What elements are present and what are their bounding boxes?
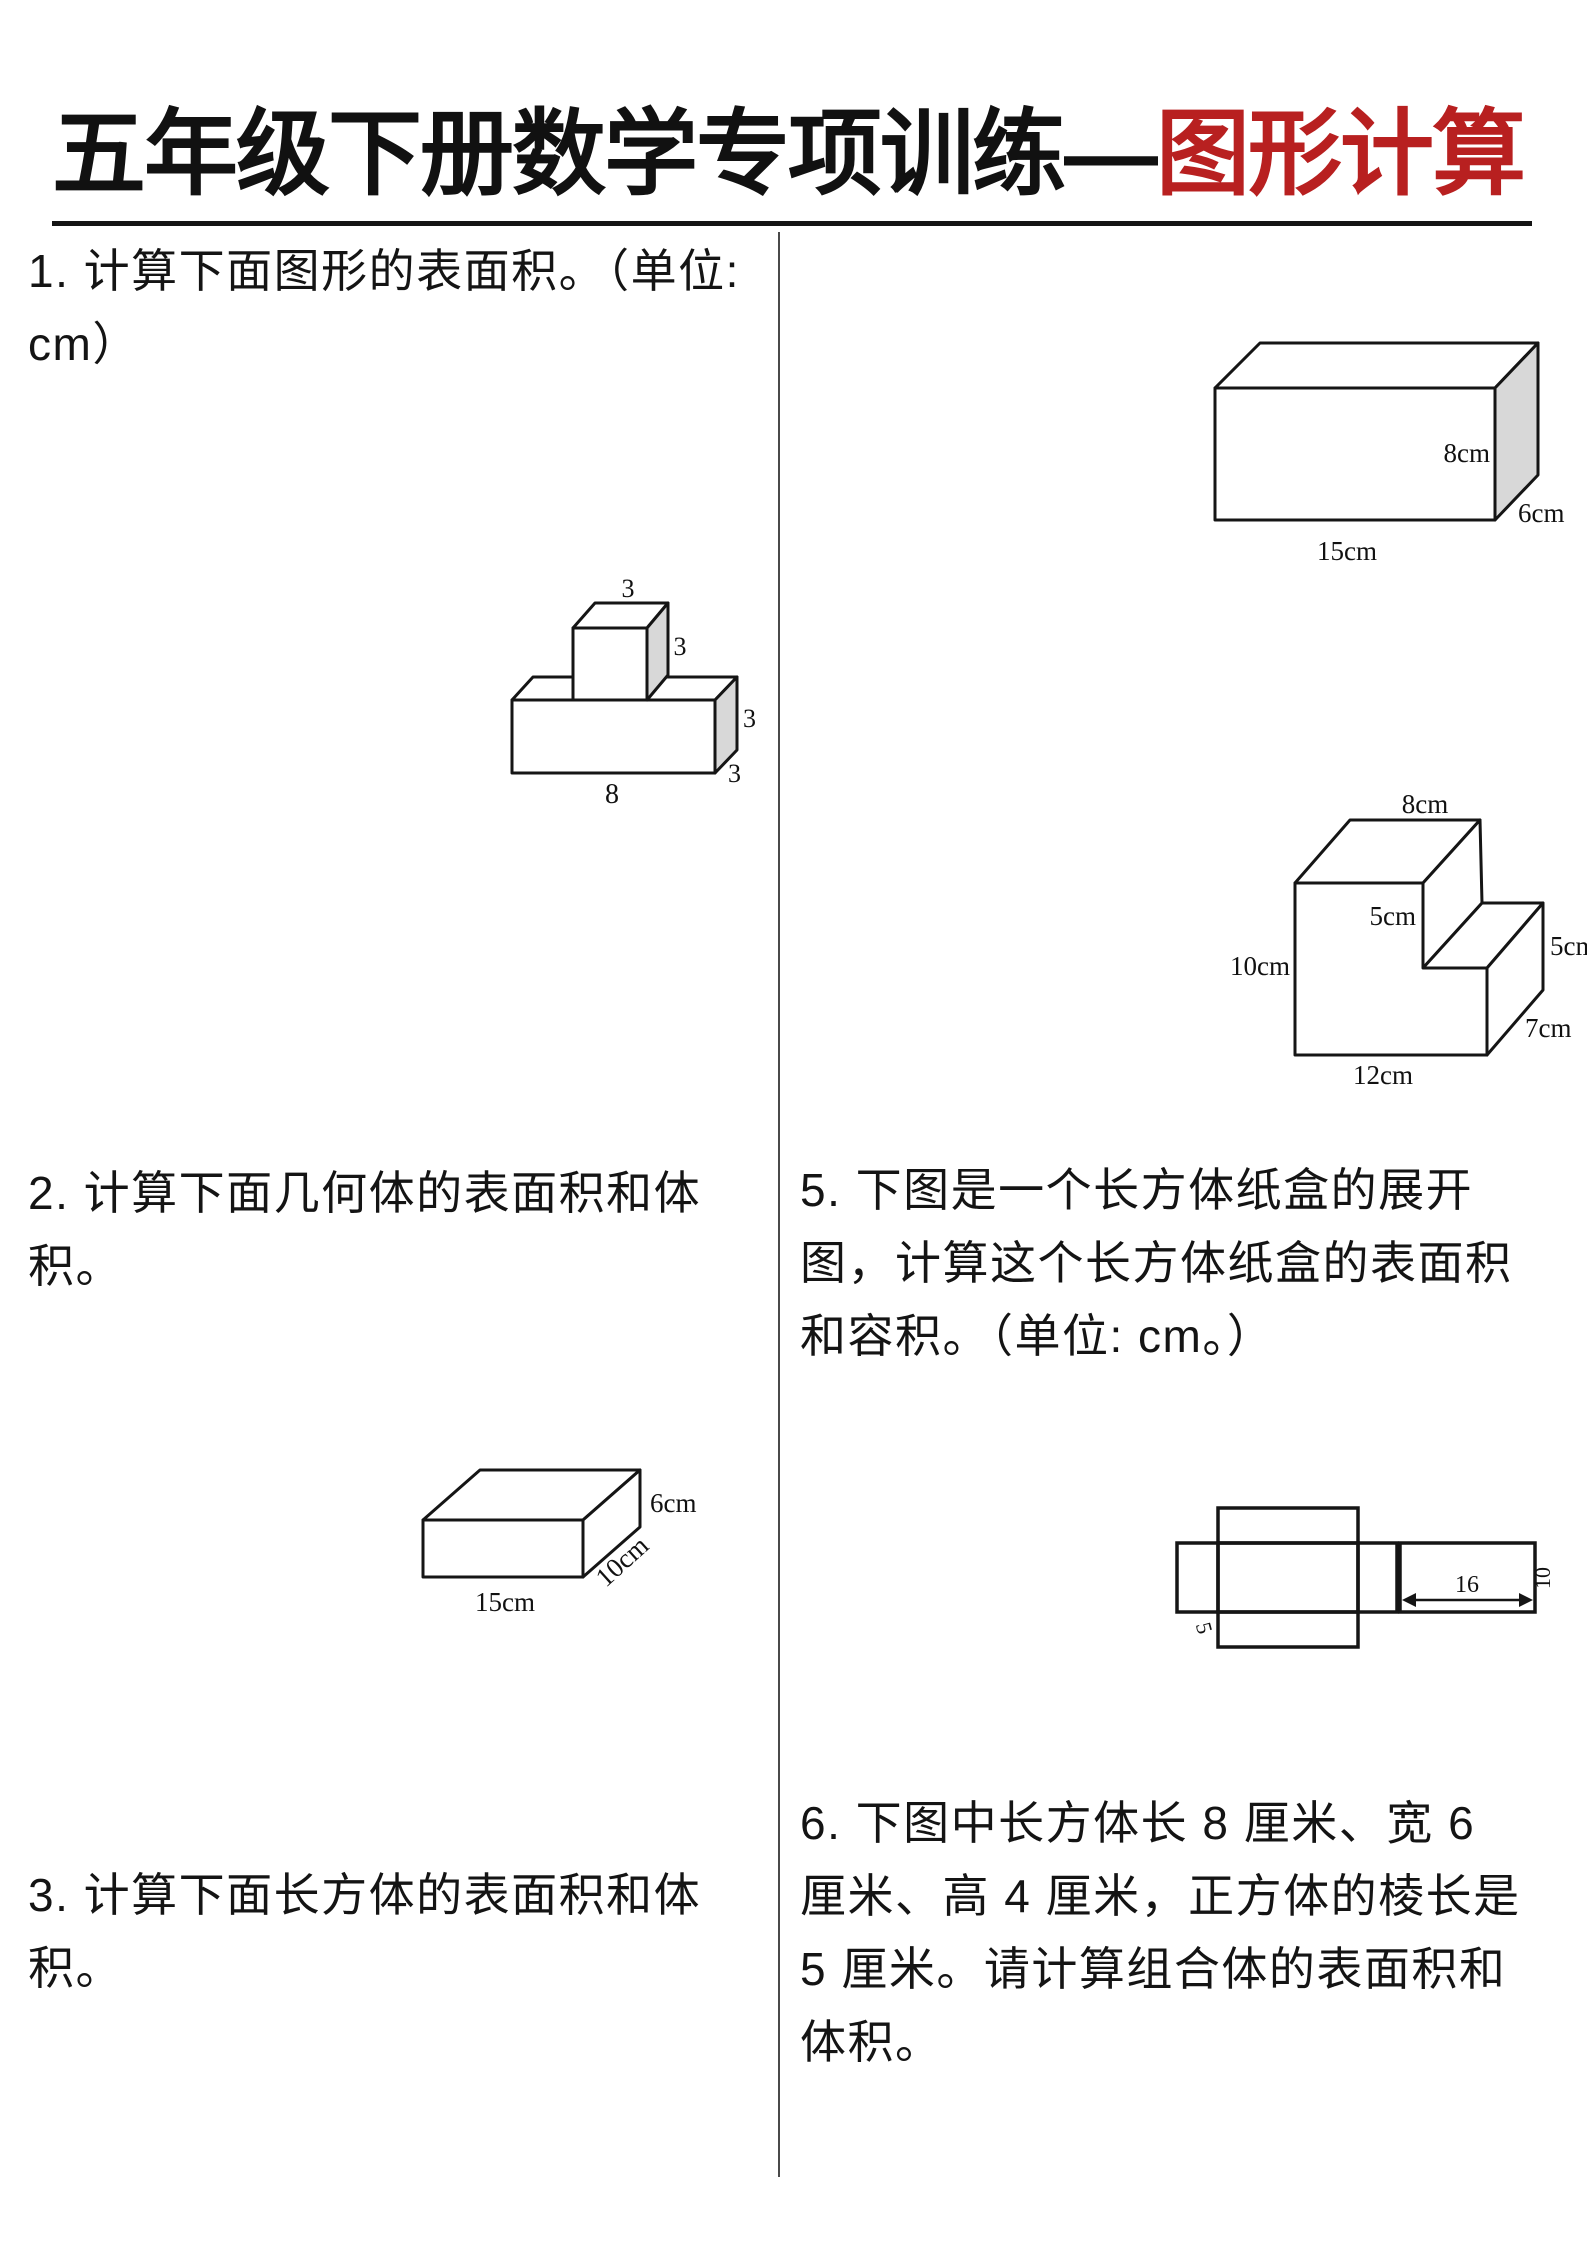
problem-2-line1: 2. 计算下面几何体的表面积和体 xyxy=(28,1167,702,1219)
problem-1-text: 1. 计算下面图形的表面积。（单位: cm） xyxy=(28,235,773,381)
page-title-main: 五年级下册数学专项训练— xyxy=(52,101,1158,206)
l-label-step-height: 5cm xyxy=(1370,901,1417,931)
l-label-right-height: 5cm xyxy=(1550,931,1587,961)
t-label-box-depth: 3 xyxy=(728,759,741,788)
net-label-width: 10 xyxy=(1530,1567,1555,1589)
t-cube-front-face xyxy=(571,626,649,702)
net-right-face xyxy=(1398,1541,1537,1614)
net-arrowhead-right xyxy=(1519,1593,1533,1607)
t-label-cube-side: 3 xyxy=(674,632,687,661)
problem-5-text: 5. 下图是一个长方体纸盒的展开 图，计算这个长方体纸盒的表面积 和容积。（单位… xyxy=(800,1154,1575,1373)
l-label-left-height: 10cm xyxy=(1230,951,1290,981)
l-label-depth: 7cm xyxy=(1525,1013,1572,1043)
net-small-face xyxy=(1356,1541,1399,1614)
l-front-face xyxy=(1293,881,1489,1057)
problem-1-line1: 1. 计算下面图形的表面积。（单位: xyxy=(28,245,740,297)
problem-6-line2: 厘米、高 4 厘米，正方体的棱长是 xyxy=(800,1870,1521,1922)
flatbox-front-face xyxy=(421,1518,585,1579)
figure-flat-box: 6cm 10cm 15cm xyxy=(421,1468,697,1617)
problem-6-line3: 5 厘米。请计算组合体的表面积和 xyxy=(800,1943,1507,1995)
flatbox-label-length: 15cm xyxy=(475,1587,535,1617)
figure-net: 16 10 5 xyxy=(1175,1506,1555,1649)
problem-5-line3: 和容积。（单位: cm。） xyxy=(800,1310,1275,1362)
box-top-face xyxy=(1213,341,1540,390)
net-center-face xyxy=(1216,1541,1360,1614)
problem-2-line2: 积。 xyxy=(28,1240,123,1292)
l-label-bottom-length: 12cm xyxy=(1353,1060,1413,1090)
t-label-box-height: 3 xyxy=(743,704,756,733)
problem-1-line2: cm） xyxy=(28,318,140,370)
net-left-flap xyxy=(1175,1541,1220,1614)
box-label-length: 15cm xyxy=(1317,536,1377,566)
title-underline xyxy=(52,221,1532,226)
net-bottom-flap xyxy=(1216,1610,1360,1649)
problem-2-text: 2. 计算下面几何体的表面积和体 积。 xyxy=(28,1157,773,1303)
net-arrowhead-left xyxy=(1402,1593,1416,1607)
problem-5-line2: 图，计算这个长方体纸盒的表面积 xyxy=(800,1237,1513,1289)
problem-6-text: 6. 下图中长方体长 8 厘米、宽 6 厘米、高 4 厘米，正方体的棱长是 5 … xyxy=(800,1787,1575,2079)
l-label-top: 8cm xyxy=(1402,789,1449,819)
figure-l-shape: 8cm 5cm 10cm 5cm 7cm 12cm xyxy=(1230,789,1587,1090)
t-box-front-face xyxy=(510,698,717,775)
problem-6-line1: 6. 下图中长方体长 8 厘米、宽 6 xyxy=(800,1797,1476,1849)
page-title: 五年级下册数学专项训练—图形计算 xyxy=(52,101,1526,206)
problem-3-line1: 3. 计算下面长方体的表面积和体 xyxy=(28,1869,702,1921)
net-label-flap: 5 xyxy=(1191,1620,1218,1637)
figure-t-shape: 3 3 3 3 8 xyxy=(510,575,756,810)
problem-5-line1: 5. 下图是一个长方体纸盒的展开 xyxy=(800,1164,1474,1216)
problem-3-text: 3. 计算下面长方体的表面积和体 积。 xyxy=(28,1859,773,2005)
t-label-cube-top: 3 xyxy=(622,575,635,603)
box-label-depth: 6cm xyxy=(1518,498,1565,528)
problem-6-line4: 体积。 xyxy=(800,2016,943,2068)
page-title-highlight: 图形计算 xyxy=(1156,101,1526,206)
box-front-face xyxy=(1213,386,1497,522)
box-label-height: 8cm xyxy=(1444,438,1491,468)
net-top-flap xyxy=(1216,1506,1360,1545)
t-label-box-length: 8 xyxy=(605,779,619,810)
flatbox-label-height: 6cm xyxy=(650,1488,697,1518)
problem-3-line2: 积。 xyxy=(28,1942,123,1994)
figure-box-right: 8cm 6cm 15cm xyxy=(1213,341,1565,566)
net-label-length: 16 xyxy=(1455,1572,1479,1598)
column-divider xyxy=(778,232,780,2177)
